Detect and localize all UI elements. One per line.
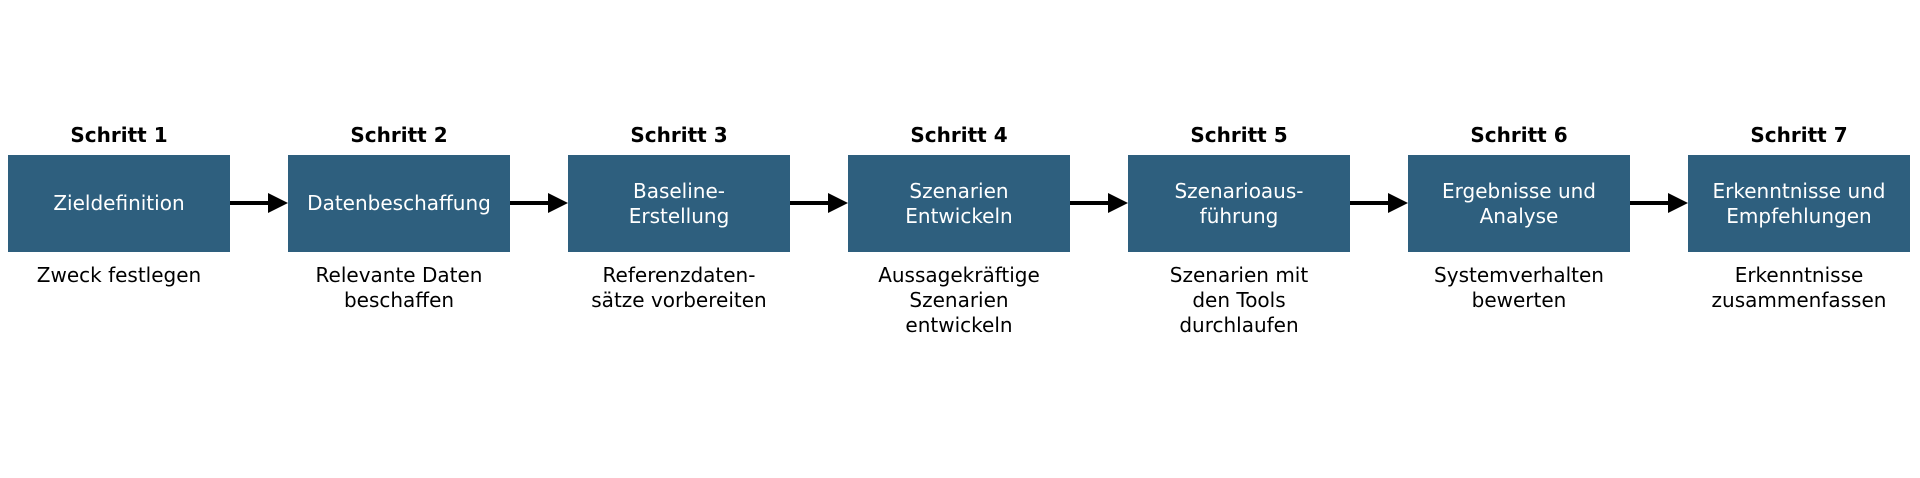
step-box: Datenbeschaffung	[288, 155, 510, 252]
step-title: Schritt 2	[350, 123, 448, 147]
step-description: Erkenntnisse zusammenfassen	[1688, 263, 1910, 313]
step-box-line: Erkenntnisse und	[1712, 178, 1886, 203]
step-1: Schritt 1 Zieldefinition Zweck festlegen	[8, 0, 230, 478]
step-box-line: Erstellung	[628, 203, 730, 228]
arrow-5-to-6	[1350, 193, 1408, 213]
step-title: Schritt 5	[1190, 123, 1288, 147]
step-7: Schritt 7 Erkenntnisse und Empfehlungen …	[1688, 0, 1910, 478]
arrow-head	[828, 193, 848, 213]
step-description: Aussagekräftige Szenarien entwickeln	[848, 263, 1070, 338]
step-box: Ergebnisse und Analyse	[1408, 155, 1630, 252]
step-title: Schritt 6	[1470, 123, 1568, 147]
step-box-line: Empfehlungen	[1726, 203, 1872, 228]
step-description-line: Aussagekräftige	[878, 263, 1040, 287]
step-description-line: Referenzdaten-	[602, 263, 756, 287]
step-box: Zieldefinition	[8, 155, 230, 252]
step-box-line: Analyse	[1479, 203, 1559, 228]
step-box: Baseline- Erstellung	[568, 155, 790, 252]
step-description: Referenzdaten- sätze vorbereiten	[568, 263, 790, 313]
step-description-line: Szenarien mit	[1169, 263, 1309, 287]
step-box-line: Datenbeschaffung	[307, 191, 491, 215]
arrow-head	[268, 193, 288, 213]
arrow-2-to-3	[510, 193, 568, 213]
arrow-6-to-7	[1630, 193, 1688, 213]
step-box: Erkenntnisse und Empfehlungen	[1688, 155, 1910, 252]
step-title: Schritt 4	[910, 123, 1008, 147]
step-4: Schritt 4 Szenarien Entwickeln Aussagekr…	[848, 0, 1070, 478]
step-description-line: Erkenntnisse	[1734, 263, 1864, 287]
step-title: Schritt 3	[630, 123, 728, 147]
arrow-head	[548, 193, 568, 213]
step-2: Schritt 2 Datenbeschaffung Relevante Dat…	[288, 0, 510, 478]
step-title: Schritt 1	[70, 123, 168, 147]
step-5: Schritt 5 Szenarioaus- führung Szenarien…	[1128, 0, 1350, 478]
step-3: Schritt 3 Baseline- Erstellung Referenzd…	[568, 0, 790, 478]
step-box: Szenarien Entwickeln	[848, 155, 1070, 252]
step-box-line: Baseline-	[632, 178, 725, 203]
step-description-line: den Tools	[1192, 288, 1286, 312]
step-box-line: Szenarien	[909, 178, 1009, 203]
arrow-head	[1108, 193, 1128, 213]
step-description-line: beschaffen	[343, 288, 455, 312]
arrow-1-to-2	[230, 193, 288, 213]
step-description-line: entwickeln	[905, 313, 1013, 337]
step-box: Szenarioaus- führung	[1128, 155, 1350, 252]
step-6: Schritt 6 Ergebnisse und Analyse Systemv…	[1408, 0, 1630, 478]
step-description-line: sätze vorbereiten	[591, 288, 767, 312]
step-description: Systemverhalten bewerten	[1408, 263, 1630, 313]
step-description: Szenarien mit den Tools durchlaufen	[1128, 263, 1350, 338]
arrow-head	[1668, 193, 1688, 213]
step-box-line: Szenarioaus-	[1174, 178, 1304, 203]
step-description: Zweck festlegen	[8, 263, 230, 288]
step-description-line: durchlaufen	[1179, 313, 1299, 337]
step-box-line: Ergebnisse und	[1442, 178, 1596, 203]
step-description-line: Szenarien	[909, 288, 1009, 312]
step-box-line: führung	[1199, 203, 1279, 228]
step-description-line: Systemverhalten	[1434, 263, 1604, 287]
step-description-line: bewerten	[1471, 288, 1567, 312]
step-box-line: Entwickeln	[905, 203, 1013, 228]
step-description-line: Zweck festlegen	[36, 263, 202, 287]
arrow-head	[1388, 193, 1408, 213]
arrow-3-to-4	[790, 193, 848, 213]
step-box-line: Zieldefinition	[53, 191, 185, 215]
step-description-line: zusammenfassen	[1711, 288, 1887, 312]
arrow-4-to-5	[1070, 193, 1128, 213]
step-description-line: Relevante Daten	[315, 263, 483, 287]
step-title: Schritt 7	[1750, 123, 1848, 147]
step-description: Relevante Daten beschaffen	[288, 263, 510, 313]
